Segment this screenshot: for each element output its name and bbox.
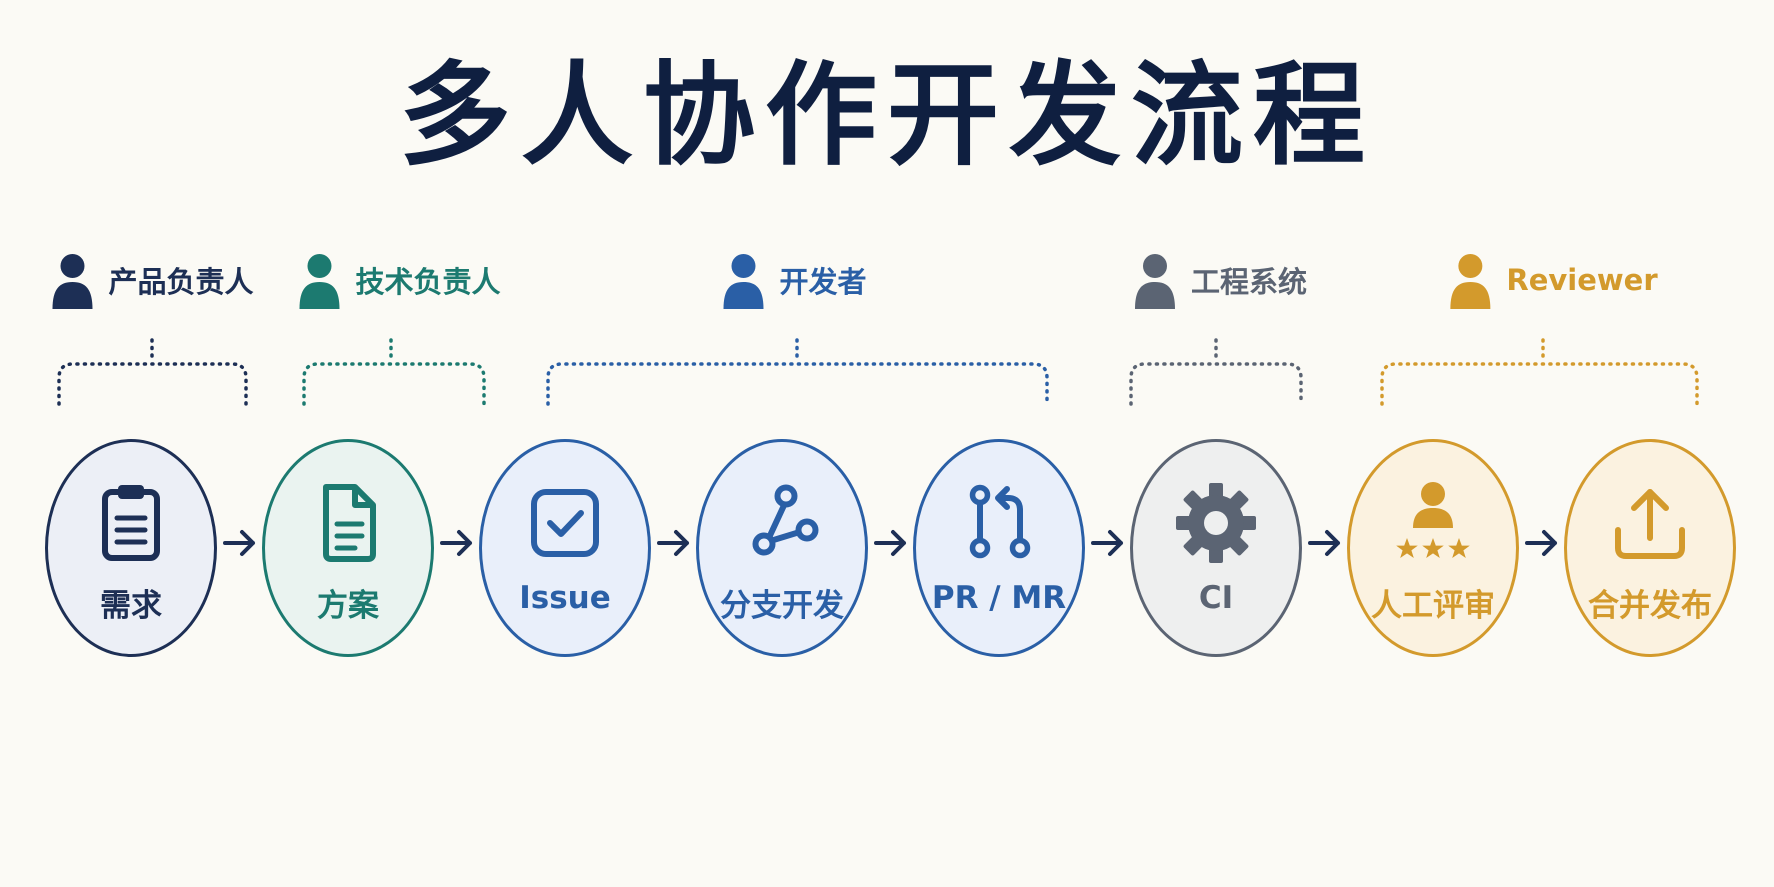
step-label: PR / MR xyxy=(931,580,1067,616)
user-icon xyxy=(52,254,93,309)
role-label: Reviewer xyxy=(1506,263,1658,297)
flow-arrow xyxy=(223,526,257,560)
reviewer-rating-icon xyxy=(1396,482,1470,558)
step-label: 需求 xyxy=(100,588,162,624)
step-pull-request[interactable]: PR / MR xyxy=(913,439,1085,657)
step-issue[interactable]: Issue xyxy=(479,439,651,657)
flow-arrow xyxy=(657,526,691,560)
flow-arrow xyxy=(1091,526,1125,560)
role-label: 产品负责人 xyxy=(108,265,254,299)
user-icon xyxy=(1134,254,1175,309)
role-product-owner: 产品负责人 xyxy=(50,250,254,310)
step-requirement[interactable]: 需求 xyxy=(45,439,217,657)
bracket-developer xyxy=(546,338,1049,406)
user-icon xyxy=(299,254,340,309)
star-icon xyxy=(1396,538,1470,558)
flow-arrow xyxy=(440,526,474,560)
role-developer: 开发者 xyxy=(721,250,867,310)
upload-icon xyxy=(1615,489,1685,559)
role-label: 技术负责人 xyxy=(355,265,501,299)
role-engineering-system: 工程系统 xyxy=(1133,250,1307,310)
step-solution[interactable]: 方案 xyxy=(262,439,434,657)
step-label: 方案 xyxy=(317,588,379,624)
role-label: 工程系统 xyxy=(1190,265,1308,299)
role-label: 开发者 xyxy=(779,265,867,299)
branch-icon xyxy=(752,484,819,556)
role-tech-lead: 技术负责人 xyxy=(297,250,501,310)
role-reviewer: Reviewer xyxy=(1448,250,1658,310)
pull-request-icon xyxy=(969,484,1031,559)
step-label: 人工评审 xyxy=(1371,588,1495,624)
checkbox-icon xyxy=(531,489,599,557)
step-ci[interactable]: CI xyxy=(1130,439,1302,657)
clipboard-icon xyxy=(102,485,160,561)
bracket-product-owner xyxy=(57,338,248,406)
step-branch-development[interactable]: 分支开发 xyxy=(696,439,868,657)
gear-icon xyxy=(1176,483,1256,563)
step-label: Issue xyxy=(519,580,611,616)
user-icon xyxy=(723,254,764,309)
bracket-engineering-system xyxy=(1129,338,1303,406)
step-label: 合并发布 xyxy=(1588,588,1712,624)
step-label: 分支开发 xyxy=(720,588,844,624)
flow-arrow xyxy=(874,526,908,560)
document-icon xyxy=(323,484,376,562)
bracket-tech-lead xyxy=(302,338,486,406)
step-label: CI xyxy=(1198,580,1234,616)
flow-arrow xyxy=(1308,526,1342,560)
bracket-reviewer xyxy=(1380,338,1699,406)
user-icon xyxy=(1450,254,1491,309)
flow-arrow xyxy=(1525,526,1559,560)
page-title: 多人协作开发流程 xyxy=(399,51,1375,181)
step-manual-review[interactable]: 人工评审 xyxy=(1347,439,1519,657)
step-merge-release[interactable]: 合并发布 xyxy=(1564,439,1736,657)
